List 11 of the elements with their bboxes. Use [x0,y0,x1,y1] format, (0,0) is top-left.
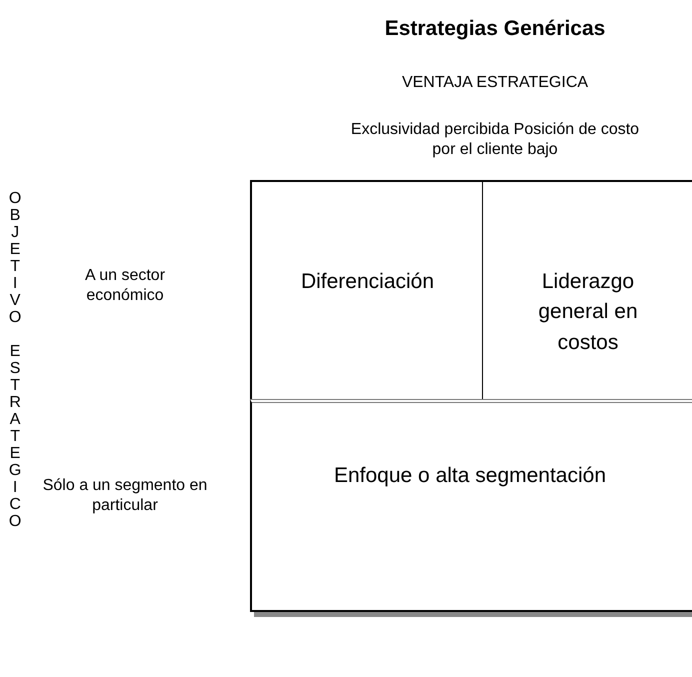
cell-text: Diferenciación [300,269,436,295]
cell-text: Enfoque o alta segmentación [332,463,608,489]
column-heading: VENTAJA ESTRATEGICA [400,73,590,93]
diagram-title: Estrategias Genéricas [384,16,606,42]
cell-text: Liderazgo general en costos [537,269,639,356]
strategy-cell [482,180,692,401]
row-heading: Sólo a un segmento en particular [42,476,208,516]
strategy-cell [250,180,484,401]
row-heading: A un sector económico [84,266,166,306]
column-subheading: Exclusividad percibida Posición de costo por el cliente bajo [350,120,640,160]
axis-heading: OBJETIVO ESTRATEGICO [6,190,23,530]
